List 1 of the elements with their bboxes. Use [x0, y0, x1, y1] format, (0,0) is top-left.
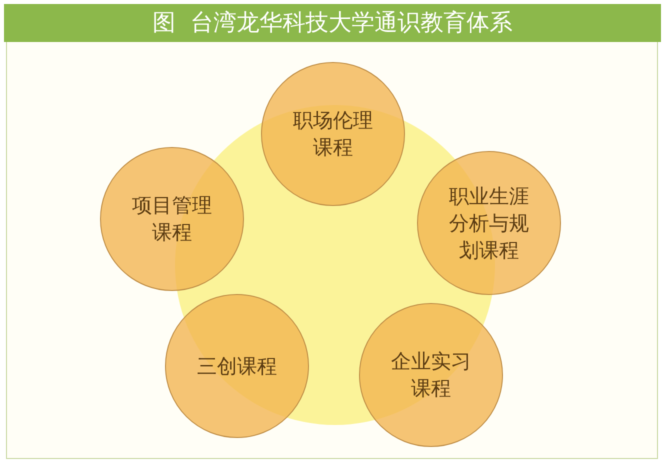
- title-banner: 图 台湾龙华科技大学通识教育体系: [4, 4, 661, 42]
